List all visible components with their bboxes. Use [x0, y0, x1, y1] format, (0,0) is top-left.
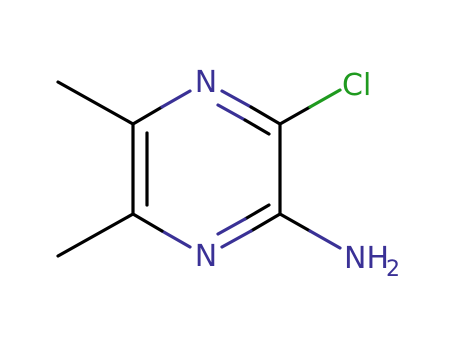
bond-c5-methyl [56, 80, 135, 126]
atom-label-n-top: N [195, 65, 217, 100]
bond-n1-c6-nitrogen-part [160, 229, 192, 249]
bond-c2-n1-inner-nitrogen [216, 217, 247, 236]
bond-c2-n1-nitrogen-part [220, 229, 253, 249]
bond-c2-n1-inner-carbon [243, 203, 271, 221]
bond-c5-n4-carbon-part [131, 105, 164, 126]
atom-label-amine: NH 2 [344, 241, 400, 282]
atom-label-n-bottom: N [195, 239, 217, 274]
bond-c2-amine-carbon-part [278, 212, 312, 233]
bond-c6-methyl [56, 212, 135, 258]
bond-c2-amine-nitrogen-part [308, 229, 342, 250]
atom-label-nh: NH [344, 241, 389, 276]
bond-c2-n1-carbon-part [249, 212, 282, 233]
atom-label-nh-subscript: 2 [386, 257, 400, 282]
bond-n4-c3-inner-carbon [243, 118, 271, 136]
bond-c3-cl-carbon-part [278, 105, 312, 126]
bond-c3-cl-chlorine-part [308, 88, 342, 109]
bond-n4-c3-carbon-part [249, 105, 282, 126]
atom-label-cl: Cl [342, 68, 371, 103]
bond-n4-c3-nitrogen-part [220, 89, 253, 109]
ring-bonds [131, 89, 282, 249]
bond-n1-c6-carbon-part [131, 212, 164, 233]
bond-c5-n4-nitrogen-part [160, 89, 192, 109]
substituent-bonds [56, 80, 342, 258]
bond-n4-c3-inner-nitrogen [216, 103, 247, 122]
